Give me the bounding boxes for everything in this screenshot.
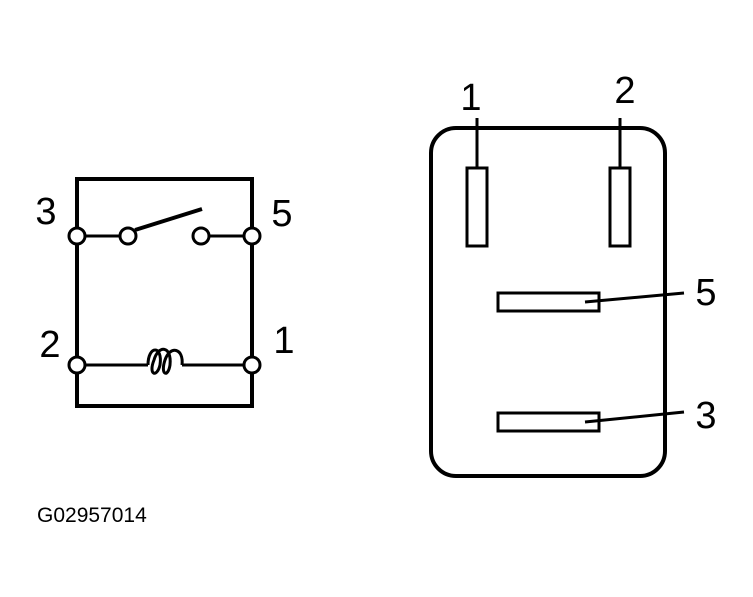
relay-connector: 1 2 5 3 (429, 70, 717, 478)
connector-pin-1-label: 1 (460, 77, 481, 119)
schematic-terminal-5-label: 5 (271, 193, 292, 235)
schematic-terminal-5-node (242, 226, 262, 246)
switch-contact-right (191, 226, 211, 246)
switch-contact-left (118, 226, 138, 246)
connector-pin-3-label: 3 (695, 395, 716, 437)
schematic-terminal-2-label: 2 (39, 324, 60, 366)
connector-pin-3 (496, 411, 601, 433)
relay-schematic: 3 5 2 1 (35, 177, 295, 408)
schematic-terminal-1-node (242, 355, 262, 375)
schematic-terminal-1-label: 1 (273, 320, 294, 362)
connector-pin-1 (465, 166, 489, 248)
coil-symbol (146, 347, 184, 375)
switch-lever (134, 207, 203, 232)
connector-pin-2-label: 2 (614, 70, 635, 112)
connector-pin-5-label: 5 (695, 272, 716, 314)
connector-body (429, 126, 667, 478)
connector-pin-5-leader (584, 291, 685, 304)
schematic-terminal-3-label: 3 (35, 191, 56, 233)
connector-pin-2 (608, 166, 632, 248)
connector-pin-3-leader (584, 410, 685, 424)
connector-pin-5 (496, 291, 601, 313)
schematic-terminal-3-node (67, 226, 87, 246)
figure-code: G02957014 (37, 504, 147, 527)
schematic-terminal-2-node (67, 355, 87, 375)
schematic-frame (75, 177, 254, 408)
